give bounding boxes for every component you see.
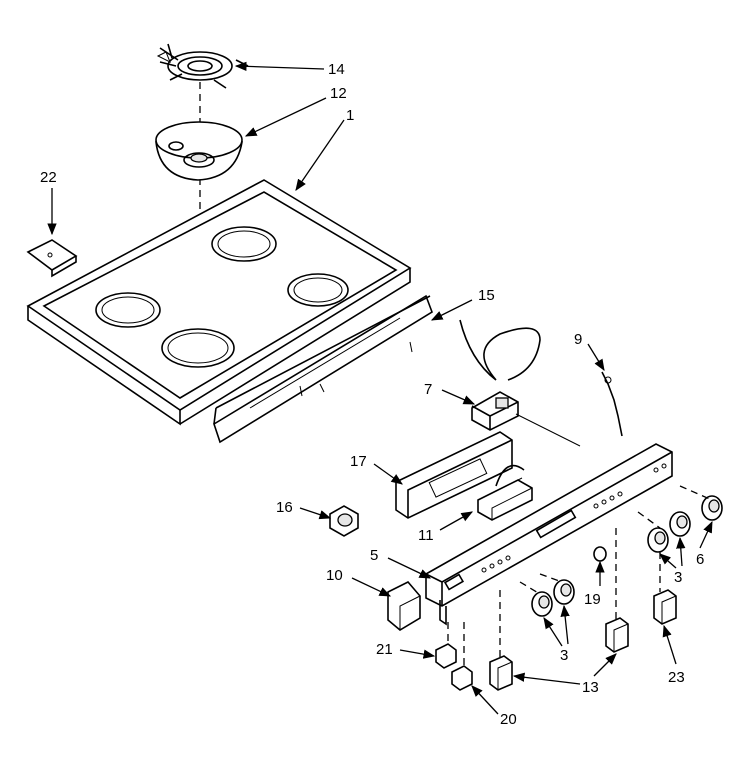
callout-16: 16 bbox=[276, 499, 293, 516]
side-bracket-10 bbox=[387, 581, 421, 631]
callout-23: 23 bbox=[668, 669, 685, 686]
callout-15: 15 bbox=[478, 287, 495, 304]
switch-20 bbox=[451, 665, 473, 691]
wire-9 bbox=[601, 371, 623, 437]
terminal-wire bbox=[515, 413, 581, 447]
leader-lines bbox=[47, 61, 713, 715]
switch-13-right bbox=[605, 617, 629, 653]
switch-23 bbox=[653, 589, 677, 625]
knob-6 bbox=[701, 495, 723, 521]
receptacle-16 bbox=[329, 505, 359, 537]
callout-3-right: 3 bbox=[674, 569, 682, 586]
callout-3-left: 3 bbox=[560, 647, 568, 664]
mounting-bracket-17 bbox=[395, 431, 513, 519]
control-panel bbox=[425, 443, 673, 626]
surface-element-coil bbox=[156, 43, 249, 89]
callout-6: 6 bbox=[696, 551, 704, 568]
switch-11 bbox=[477, 464, 533, 521]
callout-labels: 14 12 1 22 15 9 7 17 16 11 5 10 6 3 19 3… bbox=[40, 61, 704, 728]
callout-1: 1 bbox=[346, 107, 354, 124]
callout-10: 10 bbox=[326, 567, 343, 584]
callout-7: 7 bbox=[424, 381, 432, 398]
terminal-block-7 bbox=[459, 319, 541, 431]
callout-5: 5 bbox=[370, 547, 378, 564]
callout-12: 12 bbox=[330, 85, 347, 102]
cooktop bbox=[26, 179, 412, 426]
callout-11: 11 bbox=[418, 527, 434, 544]
switch-21 bbox=[435, 643, 457, 669]
switch-13-left bbox=[489, 655, 513, 691]
indicator-light-19 bbox=[593, 546, 607, 562]
callout-20: 20 bbox=[500, 711, 517, 728]
knob-3-right-a bbox=[669, 511, 691, 537]
callout-17: 17 bbox=[350, 453, 367, 470]
knob-3-left-b bbox=[531, 591, 553, 617]
callout-22: 22 bbox=[40, 169, 57, 186]
drip-bowl bbox=[155, 121, 243, 181]
callout-9: 9 bbox=[574, 331, 582, 348]
knob-3-left-a bbox=[553, 579, 575, 605]
callout-14: 14 bbox=[328, 61, 345, 78]
bracket-22 bbox=[26, 239, 78, 278]
callout-13: 13 bbox=[582, 679, 599, 696]
callout-21: 21 bbox=[376, 641, 393, 658]
knob-3-right-b bbox=[647, 527, 669, 553]
callout-19: 19 bbox=[584, 591, 601, 608]
